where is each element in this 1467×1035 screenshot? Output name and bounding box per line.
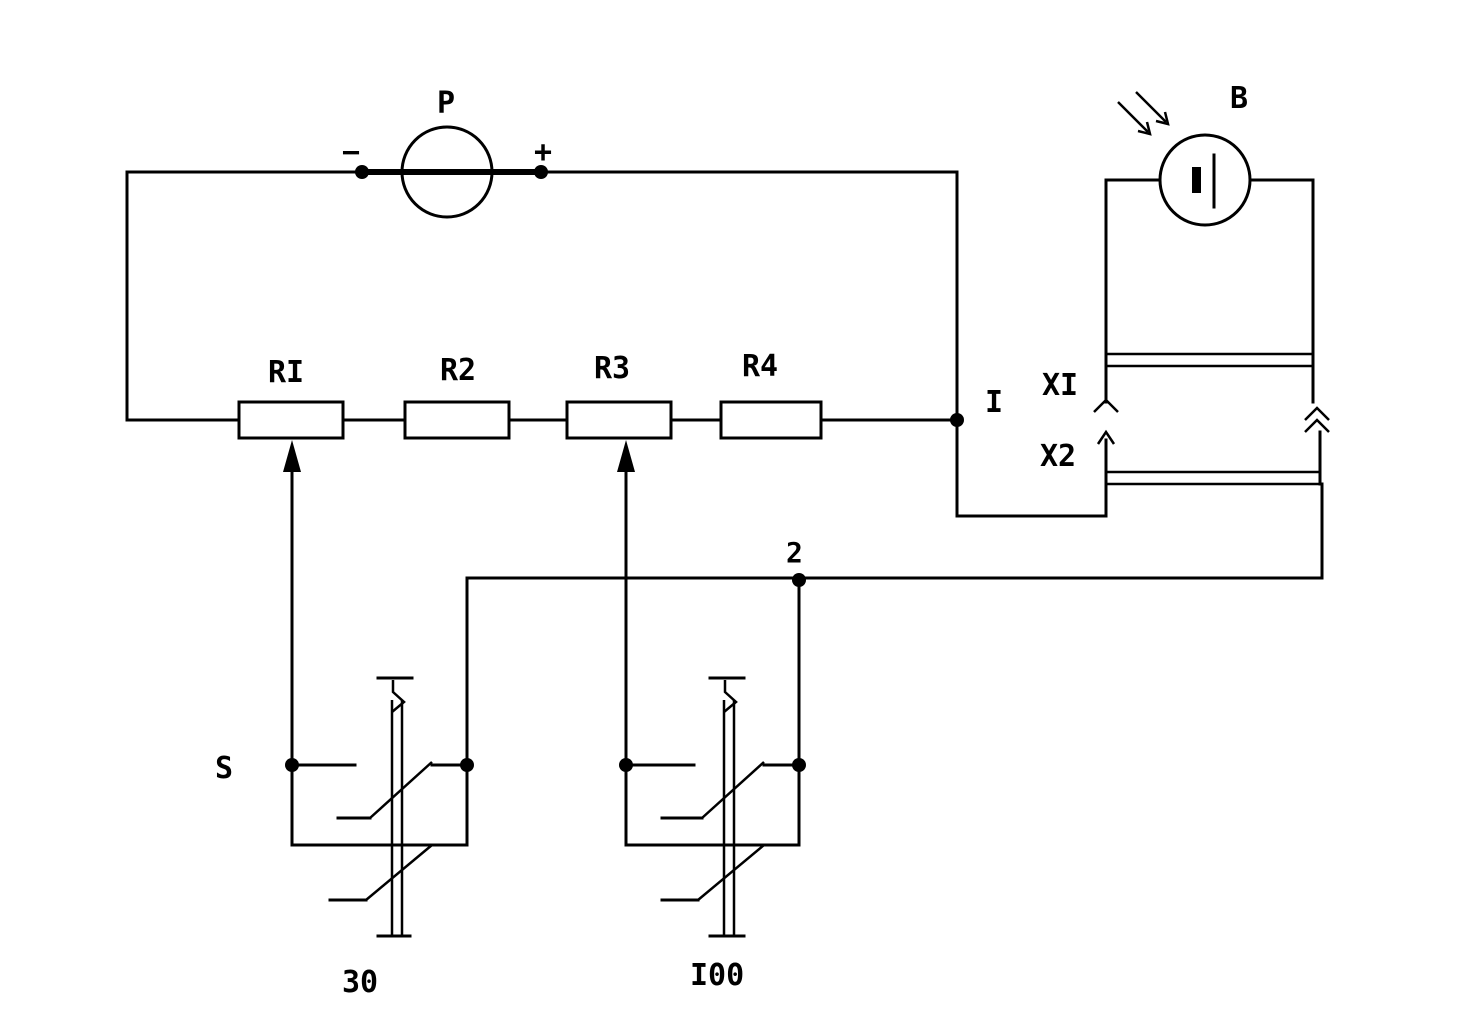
- r4-label: R4: [742, 349, 778, 384]
- meter-label: P: [437, 86, 455, 121]
- r2-label: R2: [440, 353, 476, 388]
- connector-x1-x2: XI X2: [1040, 352, 1330, 578]
- meter-loop: [125, 165, 959, 422]
- resistor-r4: [719, 400, 823, 440]
- meter-plus-label: +: [534, 135, 552, 170]
- resistor-r3: [565, 400, 673, 440]
- node2-label: 2: [786, 536, 803, 569]
- wiper-r1: [283, 440, 301, 767]
- resistor-r2: [403, 400, 511, 440]
- node-2: [792, 573, 806, 587]
- r1-label: RI: [268, 355, 304, 390]
- return-wire: 2: [465, 536, 1324, 767]
- photocell-label: B: [1230, 81, 1248, 116]
- resistor-r1: [237, 400, 345, 440]
- photocell-b: B: [1104, 81, 1315, 367]
- wire-node1-x2: [955, 418, 1108, 518]
- switch-label: S: [215, 751, 233, 786]
- resistor-chain: RI R2 R3 R4 I: [125, 349, 1003, 440]
- meter-minus-label: −: [342, 135, 360, 170]
- x1-label: XI: [1042, 368, 1078, 403]
- node1-label: I: [985, 385, 1003, 420]
- meter-p: P − +: [342, 86, 552, 219]
- switch-30: S 30: [215, 676, 474, 1000]
- switch2-value: I00: [690, 958, 744, 993]
- r3-label: R3: [594, 351, 630, 386]
- x2-label: X2: [1040, 439, 1076, 474]
- switch1-value: 30: [342, 965, 378, 1000]
- switch-100: I00: [619, 676, 806, 993]
- wiper-r3: [617, 440, 635, 767]
